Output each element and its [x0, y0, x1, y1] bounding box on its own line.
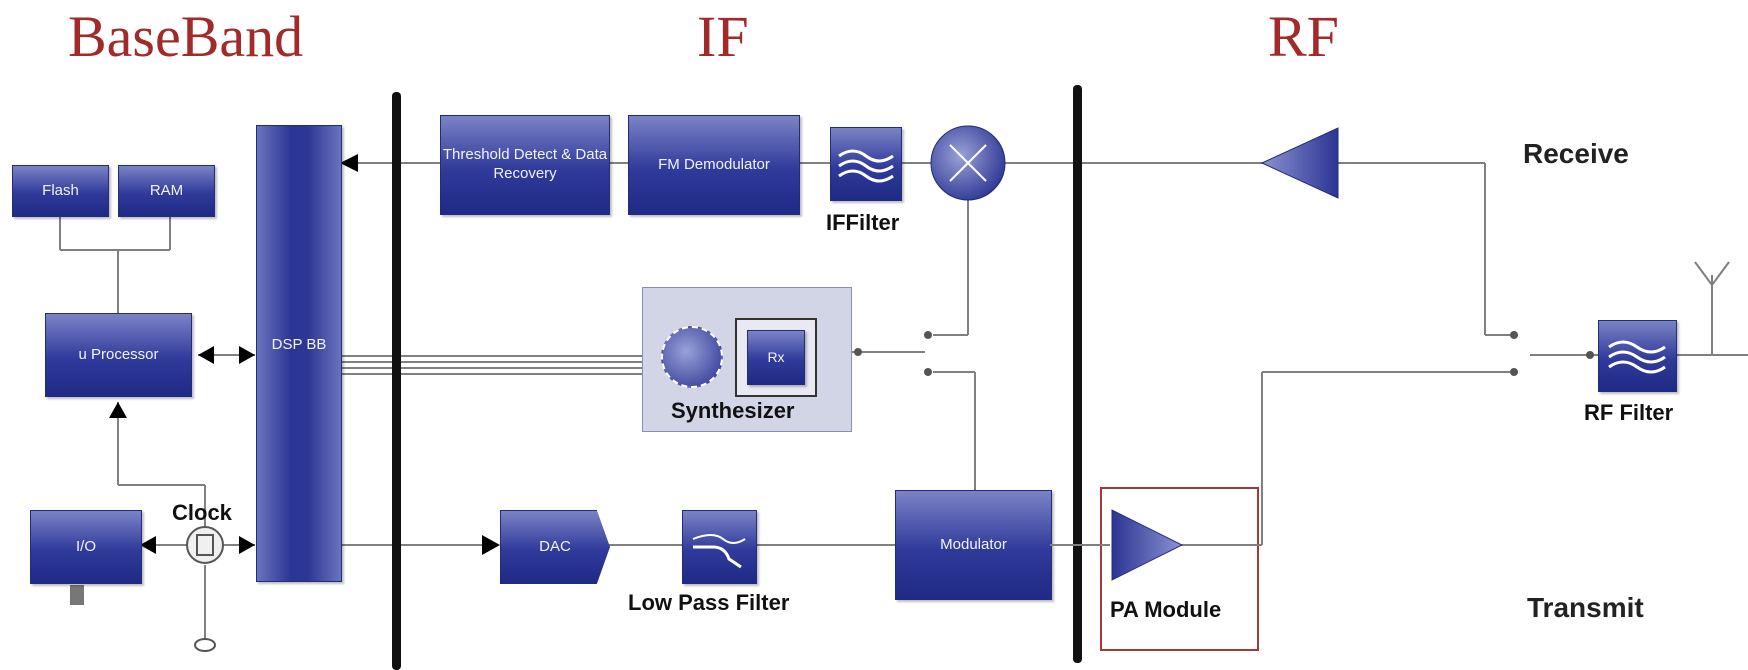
arrow-into-proc [198, 346, 214, 364]
rf-filter-label: RF Filter [1584, 400, 1674, 425]
clock-icon [186, 526, 224, 564]
threshold-detect-block: Threshold Detect & Data Recovery [440, 115, 610, 215]
filter-wave [1608, 350, 1666, 364]
section-heading-baseband: BaseBand [68, 4, 304, 69]
transmit-label: Transmit [1527, 592, 1644, 623]
switch-dot [854, 348, 862, 356]
clock-label: Clock [172, 500, 232, 525]
antenna-right [1711, 261, 1730, 286]
filter-wave [1608, 360, 1666, 374]
filter-wave [838, 159, 894, 173]
switch-dot [1510, 331, 1518, 339]
vco-icon [661, 326, 723, 388]
io-block: I/O [30, 510, 142, 584]
receive-label: Receive [1523, 138, 1629, 169]
pa-module-frame: PA Module [1100, 487, 1259, 651]
if-filter-glyph [838, 149, 894, 183]
arrow-into-dsp-rx [340, 154, 358, 172]
flash-block: Flash [12, 165, 109, 217]
divider-if-rf [1073, 85, 1082, 663]
switch-dot [924, 368, 932, 376]
rf-filter-glyph [1608, 340, 1666, 374]
section-heading-if: IF [697, 4, 749, 69]
clock-crystal [196, 534, 214, 556]
pa-module-label: PA Module [1110, 597, 1222, 622]
pll-block: Rx [747, 330, 805, 385]
switch-dot [1586, 351, 1594, 359]
dsp-block: DSP BB [256, 125, 342, 582]
switch-dot [924, 331, 932, 339]
arrow-into-dsp-clock [239, 536, 255, 554]
lpf-wave [692, 534, 746, 544]
fm-demodulator-block: FM Demodulator [628, 115, 800, 215]
lpf-glyph [692, 534, 746, 569]
switch-dot [1510, 368, 1518, 376]
low-pass-filter-label: Low Pass Filter [628, 590, 790, 615]
mixer-cross [949, 144, 987, 182]
lna-amplifier-icon [1260, 127, 1339, 199]
if-filter-icon [830, 127, 902, 201]
if-filter-label: IFFilter [826, 210, 900, 235]
modulator-block: Modulator [895, 490, 1052, 600]
filter-wave [1608, 340, 1666, 354]
ram-block: RAM [118, 165, 215, 217]
rf-filter-icon [1598, 320, 1677, 392]
arrow-into-proc-from-io [109, 402, 127, 418]
pll-frame: Rx [735, 318, 817, 397]
filter-wave [838, 149, 894, 163]
low-pass-filter-icon [682, 510, 757, 584]
section-heading-rf: RF [1268, 4, 1339, 69]
arrow-into-dsp-from-proc [239, 346, 255, 364]
processor-block: u Processor [45, 313, 192, 397]
synthesizer-panel: Rx Synthesizer [642, 287, 852, 432]
synthesizer-label: Synthesizer [671, 398, 795, 423]
io-connector-icon [70, 585, 84, 605]
antenna-left [1694, 261, 1713, 286]
filter-wave [838, 169, 894, 183]
dac-block: DAC [500, 510, 610, 584]
ground-icon [194, 638, 216, 652]
arrow-into-io [140, 536, 156, 554]
divider-baseband-if [392, 92, 401, 670]
lpf-curve [693, 545, 742, 569]
arrow-into-dac [482, 535, 500, 555]
